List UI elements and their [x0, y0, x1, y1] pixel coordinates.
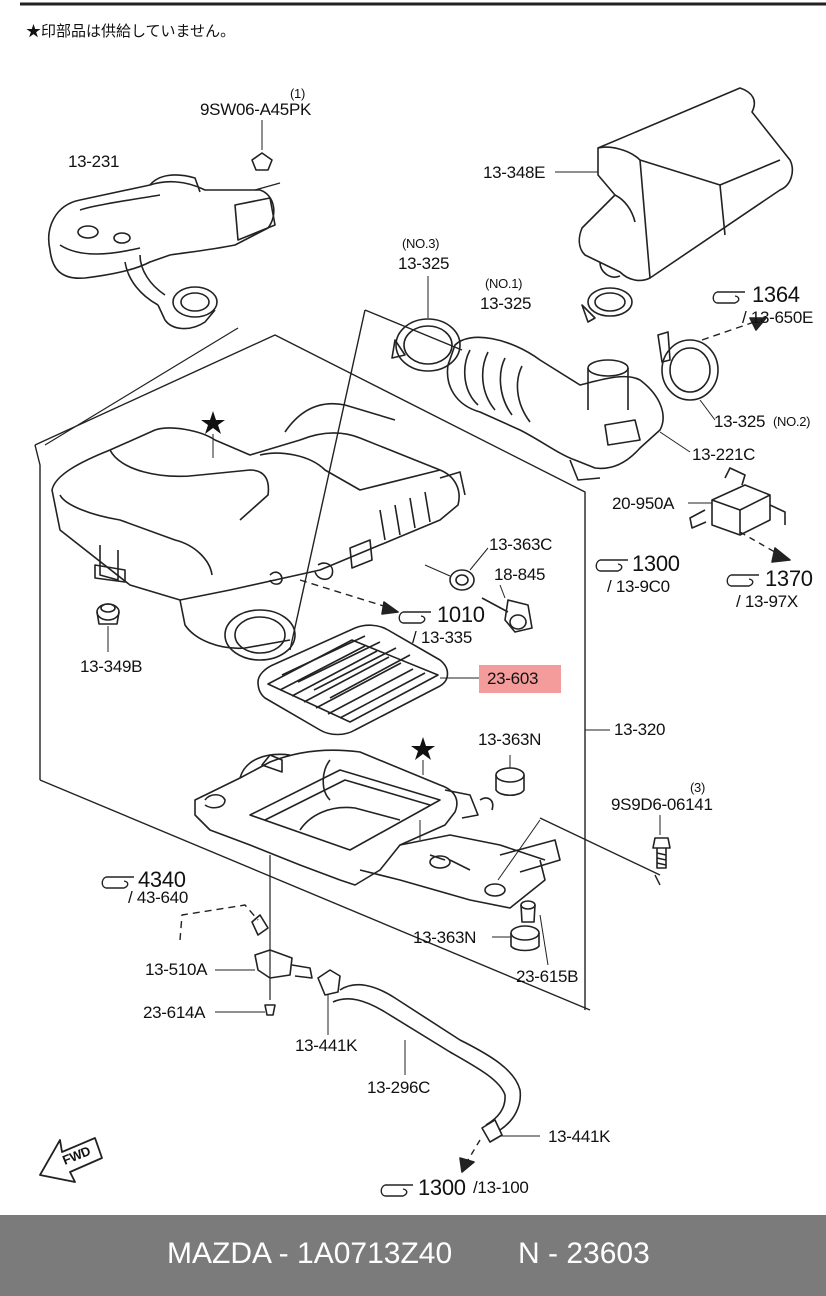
parts-diagram: ★印部品は供給していません。 (1) 9SW06-A45PK 13-231 13…: [20, 2, 826, 1200]
clamp-no3: [391, 276, 461, 372]
label-13-363c: 13-363C: [489, 535, 553, 554]
air-cleaner-lower-case: [194, 749, 661, 909]
footer-bar: MAZDA - 1A0713Z40 N - 23603: [0, 1215, 826, 1296]
highlight-box: [479, 665, 561, 693]
label-13-231: 13-231: [68, 152, 120, 171]
label-43-640: / 43-640: [128, 888, 188, 907]
hose-13-296C: [332, 983, 540, 1173]
solenoid-20-950A: [688, 467, 791, 563]
label-1300-a: 1300: [632, 551, 680, 576]
bolt-9S9D6: [652, 815, 671, 869]
duct-13-231: [44, 120, 281, 446]
bushing-13-363N-lower: [492, 925, 540, 952]
label-3: (3): [690, 780, 705, 795]
label-23-614a: 23-614A: [143, 1003, 206, 1022]
label-no2: (NO.2): [773, 414, 811, 429]
bushing-13-363C: [424, 547, 489, 591]
star-icon: [201, 411, 225, 458]
clamp-no1: [581, 287, 633, 323]
label-13-100: /13-100: [473, 1178, 529, 1197]
label-23-615b: 23-615B: [516, 967, 579, 986]
air-filter-23-603: [257, 624, 479, 736]
grommet-13-349B: [96, 603, 120, 652]
label-no3: (NO.3): [402, 236, 440, 251]
label-20-950a: 20-950A: [612, 494, 675, 513]
sensor-18-845: [481, 584, 533, 633]
label-13-325-c: 13-325: [714, 412, 766, 431]
assembly-outline-13-320: [34, 309, 610, 1011]
label-13-650e: / 13-650E: [742, 308, 814, 327]
air-cleaner-cover: [51, 403, 466, 661]
label-1: (1): [290, 86, 305, 101]
label-13-441k-a: 13-441K: [295, 1036, 358, 1055]
label-13-296c: 13-296C: [367, 1078, 431, 1097]
label-13-363n-a: 13-363N: [478, 730, 542, 749]
resonator-13-348E: [555, 87, 794, 282]
label-13-335: / 13-335: [412, 628, 472, 647]
pointing-hand-icon: [101, 291, 759, 1197]
fwd-arrow-icon: [39, 1137, 103, 1183]
label-13-320: 13-320: [614, 720, 666, 739]
label-1010: 1010: [437, 602, 485, 627]
footer-part: N - 23603: [518, 1237, 650, 1270]
label-9s9d6: 9S9D6-06141: [611, 795, 713, 814]
drain-parts: [179, 855, 341, 1035]
label-no1: (NO.1): [485, 276, 523, 291]
label-13-441k-b: 13-441K: [548, 1127, 611, 1146]
leader-1010: [299, 579, 399, 615]
label-23-603: 23-603: [487, 669, 539, 688]
label-13-348e: 13-348E: [483, 163, 546, 182]
label-13-221c: 13-221C: [692, 445, 756, 464]
label-13-363n-b: 13-363N: [413, 928, 477, 947]
bushing-13-363N-upper: [495, 755, 525, 797]
star-icon: [411, 737, 435, 775]
clamp-no2: [657, 317, 767, 421]
air-hose-13-221C: [446, 336, 691, 481]
label-18-845: 18-845: [494, 565, 546, 584]
label-1370: 1370: [765, 566, 813, 591]
label-13-97x: / 13-97X: [736, 592, 798, 611]
label-13-510a: 13-510A: [145, 960, 208, 979]
note-text: ★印部品は供給していません。: [26, 23, 236, 40]
footer-brand: MAZDA - 1A0713Z40: [167, 1237, 453, 1270]
label-13-9c0: / 13-9C0: [607, 577, 670, 596]
label-4340: 4340: [138, 867, 186, 892]
label-1364: 1364: [752, 282, 800, 307]
label-13-325-b: 13-325: [480, 294, 532, 313]
label-13-325-a: 13-325: [398, 254, 450, 273]
label-13-349b: 13-349B: [80, 657, 143, 676]
label-1300-b: 1300: [418, 1175, 466, 1200]
nipple-23-615B: [520, 900, 549, 966]
label-9sw06: 9SW06-A45PK: [200, 100, 312, 119]
